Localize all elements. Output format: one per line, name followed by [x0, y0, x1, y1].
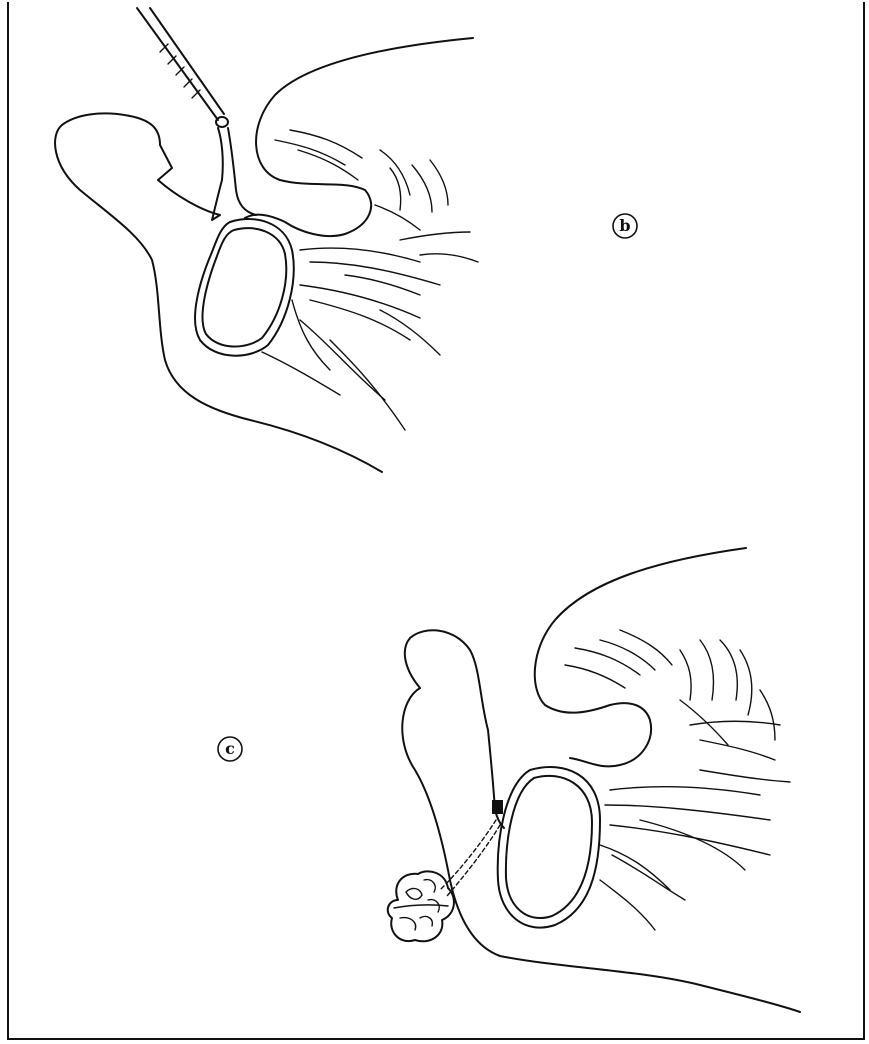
fold-upper-b [245, 38, 473, 236]
duct-marker-icon [492, 800, 503, 814]
panel-label-b: b [613, 214, 637, 238]
panel-c: c [218, 548, 800, 1012]
svg-text:c: c [225, 739, 235, 758]
gland-c [498, 767, 600, 928]
nodule-icon [388, 871, 454, 941]
gland-b [195, 219, 294, 356]
lobe-c [405, 630, 495, 810]
fibers-b [262, 130, 478, 430]
panel-b: b [55, 8, 637, 472]
dashed-path-c [440, 820, 496, 890]
tissue-outline-b [55, 125, 382, 472]
instrument-icon [137, 8, 228, 127]
tissue-outline-c [402, 688, 800, 1012]
fibers-c [565, 630, 790, 930]
svg-text:b: b [619, 216, 630, 235]
duct-b [228, 128, 256, 215]
lobe-b [62, 113, 223, 220]
panel-label-c: c [218, 737, 242, 761]
